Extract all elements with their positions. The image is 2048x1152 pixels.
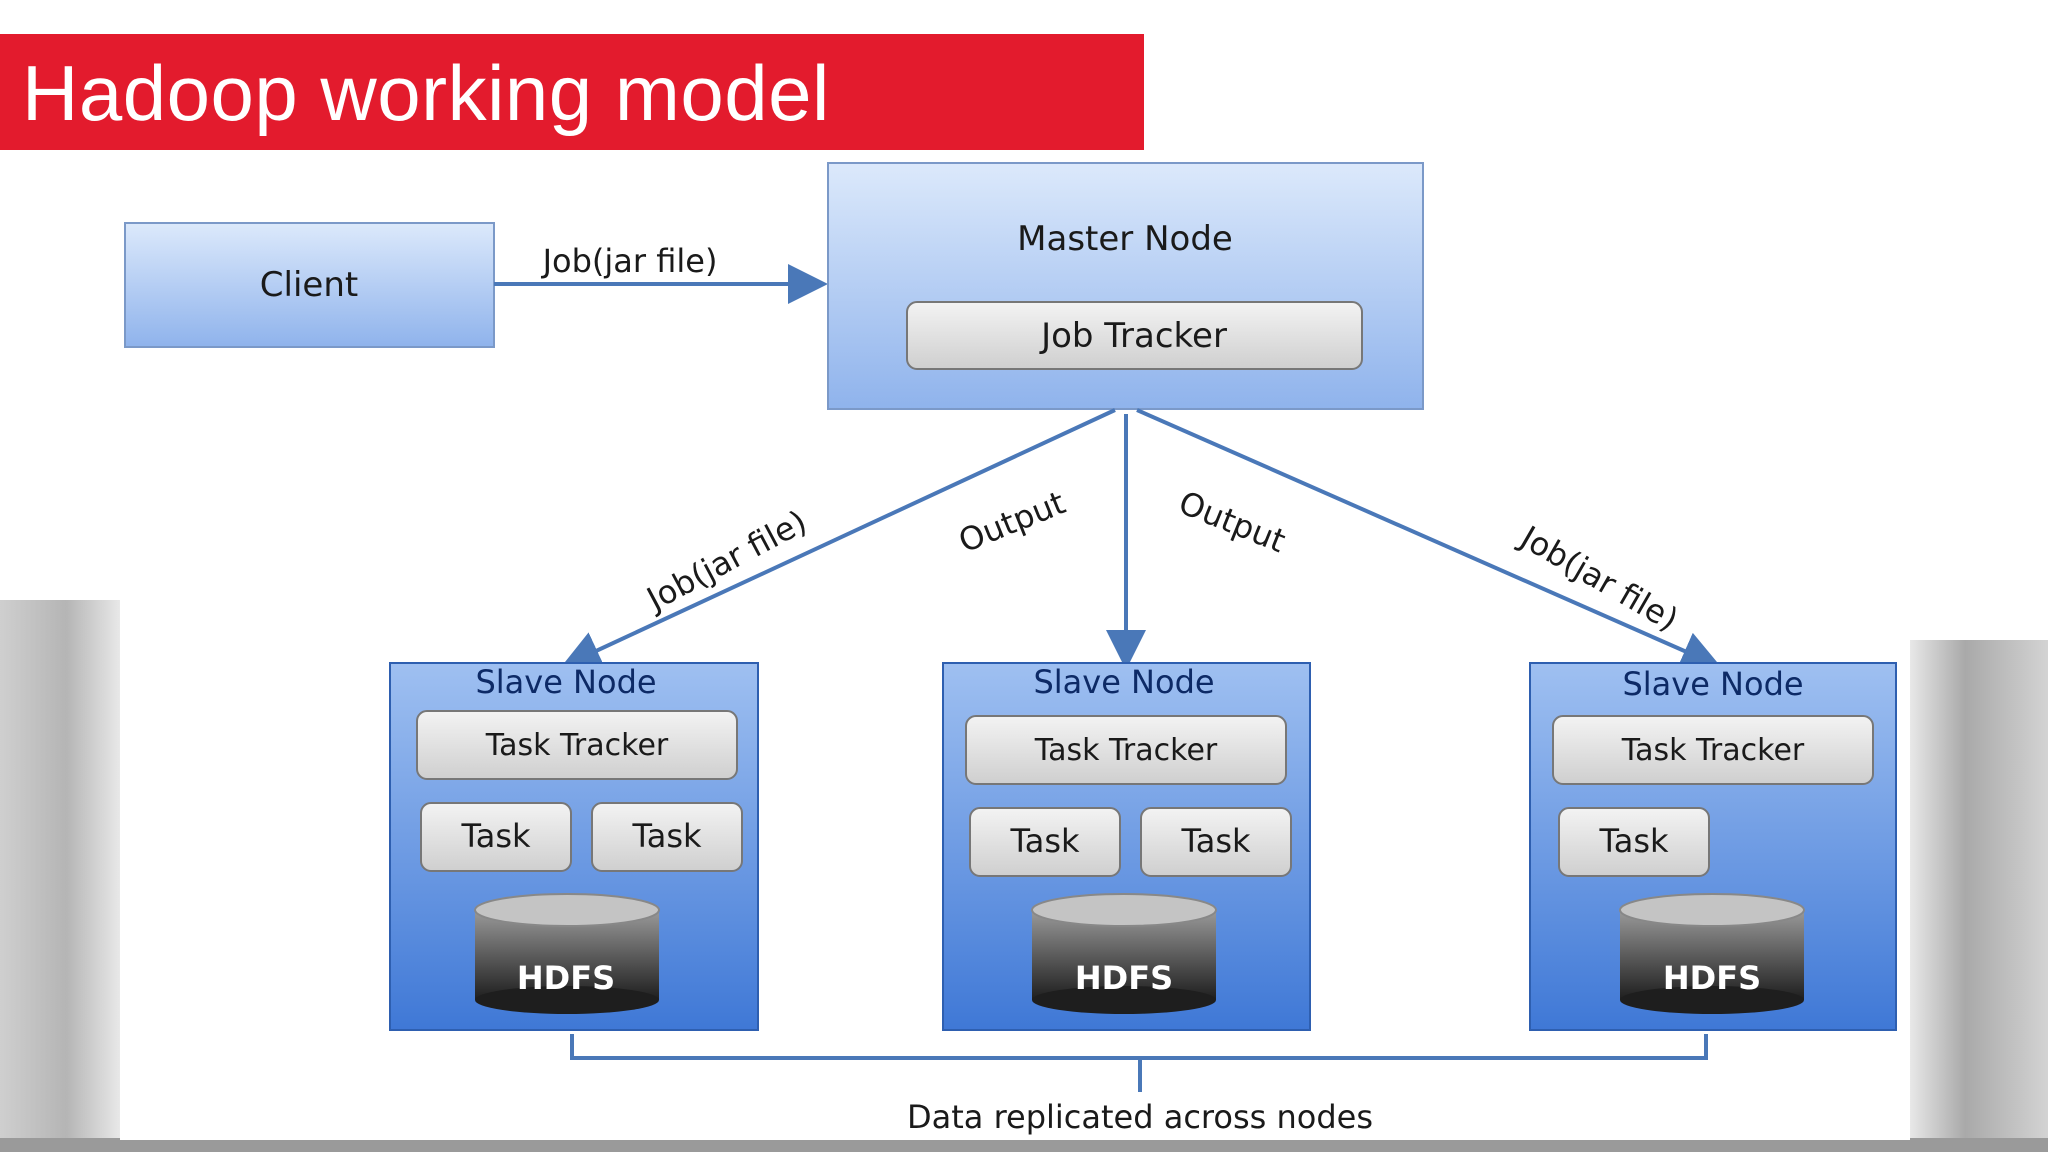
slave-2-task-2-box <box>1140 807 1292 877</box>
background-photo-left <box>0 600 120 1152</box>
slave-2-hdfs-cylinder <box>1031 893 1217 1014</box>
client-label: Client <box>260 265 358 305</box>
slave-1-hdfs-cylinder <box>474 893 660 1014</box>
slave-1-task-1-label: Task <box>460 817 531 855</box>
slave-1-task-tracker-box <box>416 710 738 780</box>
background-strip-bottom <box>0 1138 2048 1152</box>
slave-node-3-title: Slave Node <box>1622 665 1803 703</box>
slide-title: Hadoop working model <box>22 49 830 137</box>
slave-node-1-title: Slave Node <box>475 663 656 701</box>
slave-2-task-2-label: Task <box>1180 822 1251 860</box>
master-node: Master Node Job Tracker <box>827 162 1424 410</box>
client-edge-label: Job(jar file) <box>541 242 718 280</box>
slave-3-task-1-box <box>1558 807 1710 877</box>
slave-1-hdfs-label: HDFS <box>517 959 615 997</box>
slave-3-hdfs-label: HDFS <box>1663 959 1761 997</box>
slave-1-task-2-label: Task <box>631 817 702 855</box>
slave-node-3: Slave Node Task Tracker Task HDFS <box>1529 662 1897 1031</box>
slave-1-task-1-box <box>420 802 572 872</box>
slave-node-1: Slave Node Task Tracker Task Task HDFS <box>389 662 759 1031</box>
slave-1-task-2-box <box>591 802 743 872</box>
slave-2-task-tracker-box <box>965 715 1287 785</box>
slave-2-task-1-label: Task <box>1009 822 1080 860</box>
master-to-slave-1-arrow <box>560 408 1116 669</box>
slave-1-task-tracker-label: Task Tracker <box>485 728 669 763</box>
master-to-slave-3-arrow <box>1136 408 1722 670</box>
job-tracker-box <box>906 301 1363 370</box>
slave-3-task-tracker-box <box>1552 715 1874 785</box>
slave-2-hdfs-label: HDFS <box>1075 959 1173 997</box>
job-tracker-label: Job Tracker <box>1039 316 1227 356</box>
client-node: Client <box>124 222 495 348</box>
slave-node-2: Slave Node Task Tracker Task Task HDFS <box>942 662 1311 1031</box>
slave-2-task-1-box <box>969 807 1121 877</box>
slave-node-2-title: Slave Node <box>1033 663 1214 701</box>
master-node-title: Master Node <box>1017 219 1233 259</box>
slave-3-task-tracker-label: Task Tracker <box>1621 733 1805 768</box>
replication-bracket <box>570 1034 1708 1092</box>
replication-caption: Data replicated across nodes <box>907 1098 1373 1136</box>
slave-3-task-1-label: Task <box>1598 822 1669 860</box>
background-photo-right <box>1910 640 2048 1152</box>
slave-2-task-tracker-label: Task Tracker <box>1034 733 1218 768</box>
title-bar <box>0 34 1144 150</box>
slave-3-hdfs-cylinder <box>1619 893 1805 1014</box>
